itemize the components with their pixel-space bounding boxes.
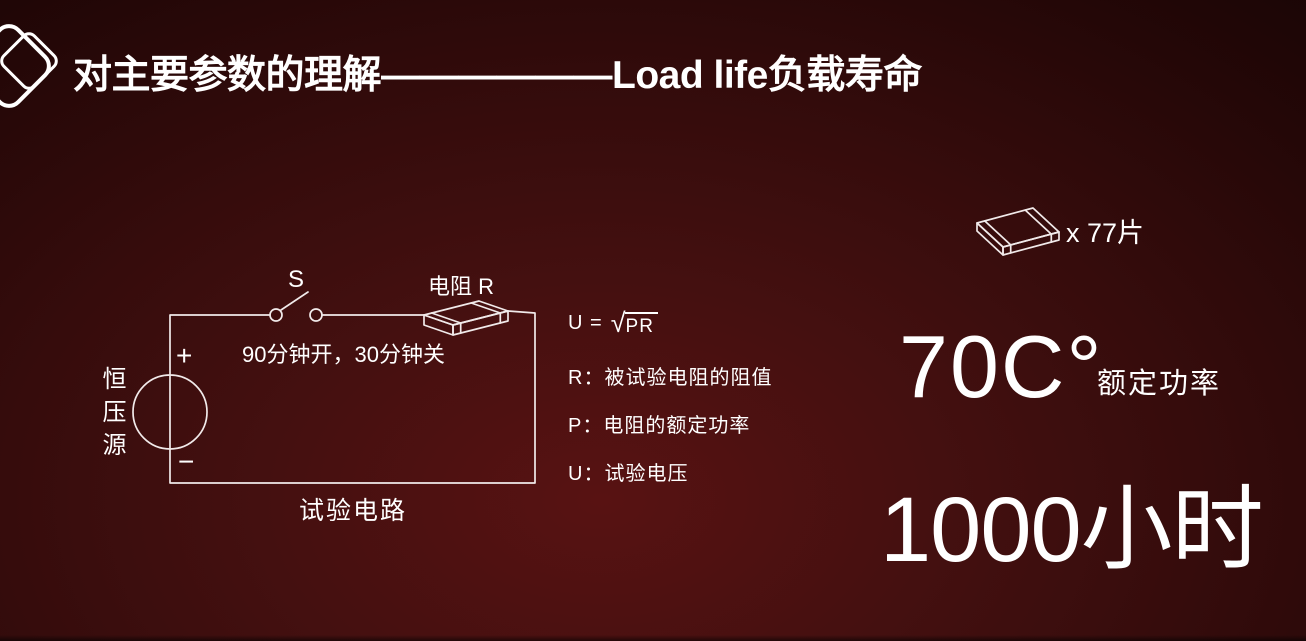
test-circuit-loop (132, 291, 536, 484)
sqrt-radicand: PR (624, 312, 658, 338)
sqrt-sign: √ (610, 308, 627, 338)
chip-count-icon (976, 207, 1060, 256)
switch-arm (280, 291, 309, 311)
voltage-source-circle (132, 374, 208, 450)
source-plus-sign: + (176, 340, 193, 371)
voltage-formula-lhs: U = (568, 312, 603, 334)
switch-label: S (288, 266, 305, 293)
switch-timing-text: 90分钟开，30分钟关 (242, 342, 445, 367)
p-definition: P：电阻的额定功率 (568, 415, 751, 437)
rated-power-label: 额定功率 (1097, 368, 1222, 400)
source-minus-sign: − (178, 446, 195, 477)
resistor-chip-icon (423, 300, 509, 336)
u-definition: U：试验电压 (568, 463, 689, 485)
duration-value: 1000小时 (880, 479, 1264, 581)
resistor-label: 电阻 R (428, 274, 495, 299)
temperature-value: 70C° (899, 317, 1104, 416)
switch-contact-right (309, 308, 323, 322)
voltage-formula: U = √ PR (568, 308, 658, 338)
page-title: 对主要参数的理解——————Load life负载寿命 (73, 54, 922, 97)
chip-count-text: x 77片 (1066, 218, 1145, 248)
circuit-wire (169, 310, 536, 484)
circuit-caption: 试验电路 (299, 497, 408, 525)
r-definition: R：被试验电阻的阻值 (568, 367, 773, 389)
switch-contact-left (269, 308, 283, 322)
voltage-source-label: 恒压源 (98, 366, 125, 465)
